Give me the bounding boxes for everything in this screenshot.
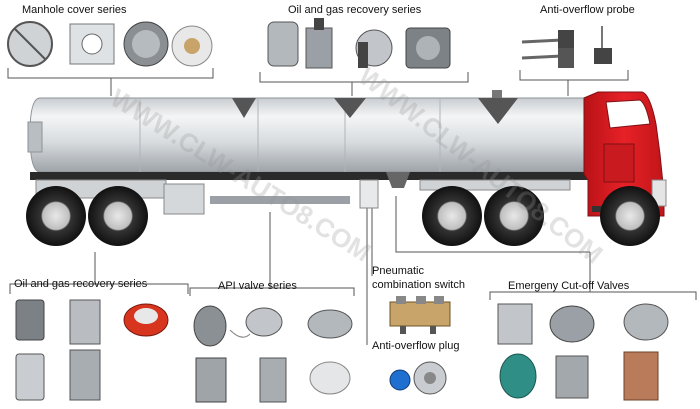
label-api-valve-series: API valve series [218,280,297,292]
wheels [26,186,660,246]
tank-body [27,90,585,173]
label-anti-overflow-probe: Anti-overflow probe [540,4,635,16]
label-pneumatic: Pneumatic [372,265,424,277]
overflow-probe-icon [521,26,612,68]
label-manhole-cover-series: Manhole cover series [22,4,127,16]
pneumatic-switch-icon [389,296,451,334]
label-anti-overflow-plug: Anti-overflow plug [372,340,460,352]
coupler-icon [15,299,169,401]
cabinet-box [163,183,205,215]
label-oil-gas-recovery-top: Oil and gas recovery series [288,4,422,16]
label-combination-switch: combination switch [372,279,465,291]
label-oil-gas-recovery-bottom: Oil and gas recovery series [14,278,148,290]
cutoff-valve-icon [497,303,669,401]
recovery-valve-icon [267,18,451,69]
label-emergency-cutoff-valves: Emergeny Cut-off Valves [508,280,630,292]
chassis-frame [30,172,590,180]
overflow-plug-icon [389,361,447,395]
manhole-cover-icon [7,21,213,67]
api-valve-icon [193,305,353,403]
tanker-truck [26,90,667,246]
